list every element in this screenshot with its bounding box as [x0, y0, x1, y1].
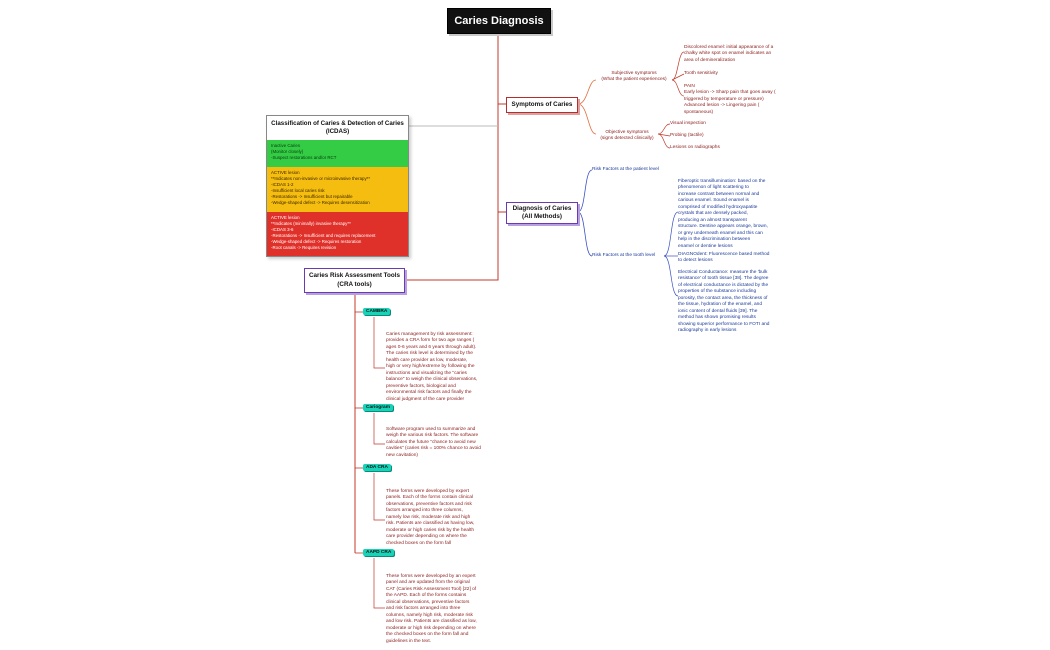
- cra-tag-aapd[interactable]: AAPD CRA: [363, 549, 395, 556]
- symptoms-title: Symptoms of Caries: [511, 100, 573, 108]
- tooth-level-label: Risk Factors at the tooth level: [592, 253, 656, 258]
- cra-title: Caries Risk Assessment Tools (CRA tools): [309, 272, 400, 288]
- cra-desc-ada: These forms were developed by expert pan…: [386, 489, 475, 546]
- root-topic[interactable]: Caries Diagnosis: [447, 8, 551, 34]
- subjective-item-pain: PAIN Early lesion -> Sharp pain that goe…: [684, 84, 776, 115]
- tooth-item-conductance: Electrical Conductance: measure the 'bul…: [678, 270, 770, 334]
- cra-desc-cariogram: Software program used to summarize and w…: [386, 427, 481, 458]
- subjective-item-discolored: Discolored enamel: initial appearance of…: [684, 45, 774, 63]
- patient-level-label: Risk Factors at the patient level: [592, 167, 659, 172]
- cra-desc-cambra: Caries management by risk assessment: pr…: [386, 332, 478, 402]
- symptoms-topic[interactable]: Symptoms of Caries: [506, 97, 578, 113]
- objective-item-visual: Visual inspection: [670, 121, 706, 126]
- icdas-title: Classification of Caries & Detection of …: [271, 120, 404, 136]
- diagnosis-topic[interactable]: Diagnosis of Caries (All Methods): [506, 202, 578, 224]
- cra-tag-cariogram[interactable]: Cariogram: [363, 404, 393, 411]
- icdas-active-noninvasive: ACTIVE lesion **Indicates non-invasive o…: [267, 167, 408, 213]
- subjective-item-sensitivity: Tooth sensitivity: [684, 71, 718, 76]
- icdas-box[interactable]: Classification of Caries & Detection of …: [266, 115, 409, 258]
- cra-desc-aapd: These forms were developed by an expert …: [386, 574, 477, 644]
- cra-topic[interactable]: Caries Risk Assessment Tools (CRA tools): [304, 268, 405, 293]
- tooth-item-foti: Fiberoptic transillumination: based on t…: [678, 179, 768, 249]
- icdas-inactive: Inactive Caries (Monitor closely) -Suspe…: [267, 140, 408, 168]
- root-title: Caries Diagnosis: [454, 15, 544, 27]
- tooth-item-diagnodent: DIAGNOdent: Fluorescence based method to…: [678, 252, 770, 264]
- subjective-label: Subjective symptoms (What the patient ex…: [601, 71, 667, 83]
- cra-tag-ada[interactable]: ADA CRA: [363, 464, 391, 471]
- objective-item-probing: Probing (tactile): [670, 133, 704, 138]
- cra-tag-cambra[interactable]: CAMBRA: [363, 308, 391, 315]
- objective-label: Objective symptoms (signs detected clini…: [600, 130, 654, 142]
- icdas-active-invasive: ACTIVE lesion **Indicates (minimally) in…: [267, 212, 408, 257]
- diagnosis-title: Diagnosis of Caries (All Methods): [512, 204, 572, 220]
- objective-item-radiographs: Lesions on radiographs: [670, 145, 720, 150]
